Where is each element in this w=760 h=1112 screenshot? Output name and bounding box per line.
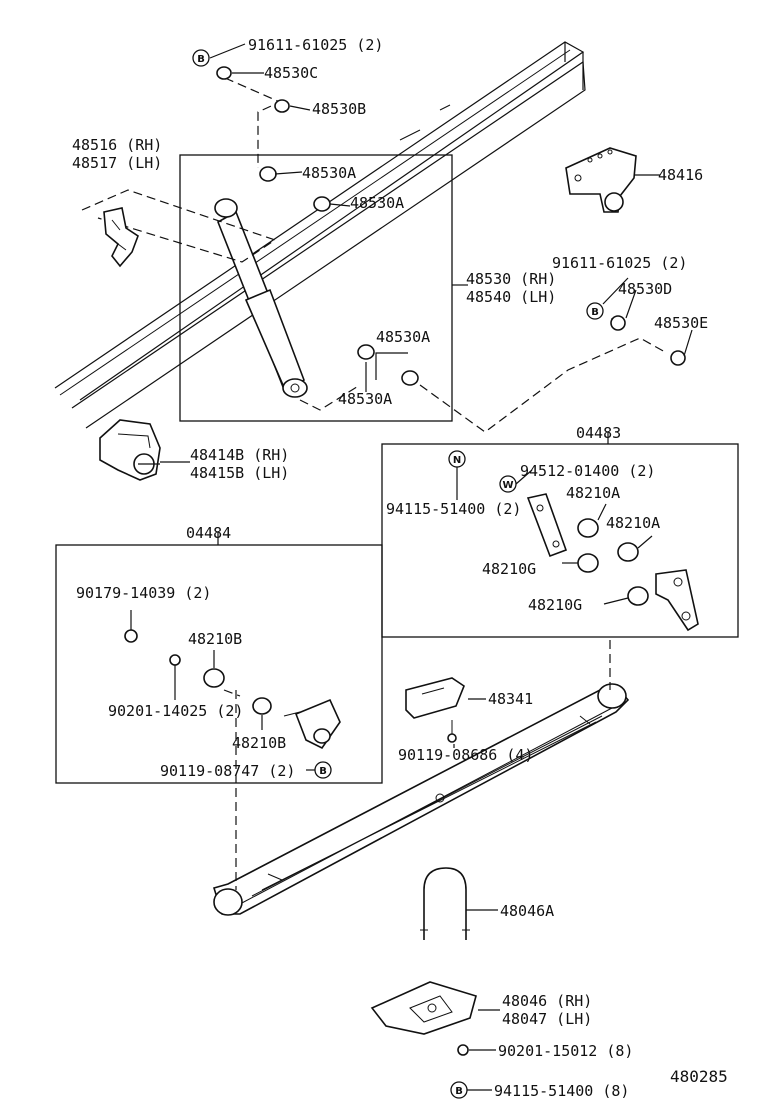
label-48210b-2: 48210B	[232, 734, 286, 752]
bolt-90119-08686	[447, 720, 457, 743]
label-bolt-90119-08686: 90119-08686 (4)	[398, 746, 533, 764]
label-48046a: 48046A	[500, 902, 554, 920]
shackle-assembly	[655, 569, 699, 632]
label-48415b: 48415B (LH)	[190, 464, 289, 482]
leaf-spring	[212, 683, 630, 916]
bushing-48530a-4	[401, 370, 419, 386]
bushing-48210a-1	[577, 518, 599, 538]
label-kit-04484: 04484	[186, 524, 231, 542]
label-nut-94115-8: 94115-51400 (8)	[494, 1082, 629, 1100]
svg-text:B: B	[319, 766, 327, 777]
label-washer-94512: 94512-01400 (2)	[520, 462, 655, 480]
label-washer-90201-14025: 90201-14025 (2)	[108, 702, 243, 720]
label-nut-94115-2: 94115-51400 (2)	[386, 500, 521, 518]
label-48530b: 48530B	[312, 100, 366, 118]
shock-absorber-box	[179, 154, 453, 422]
bushing-48530a-3	[357, 344, 375, 360]
washer-90201-14025	[169, 654, 181, 666]
bolt-symbol-right: B	[586, 302, 604, 320]
label-48414b: 48414B (RH)	[190, 446, 289, 464]
bushing-48210g-1	[577, 553, 599, 573]
bushing-48210g-2	[627, 586, 649, 606]
bushing-48210a-2	[617, 542, 639, 562]
label-48530a-1: 48530A	[302, 164, 356, 182]
bushing-48530a-2	[313, 196, 331, 212]
svg-text:B: B	[197, 54, 205, 65]
u-bolt-48046a	[420, 867, 470, 940]
label-48210a-1: 48210A	[566, 484, 620, 502]
label-48210g-1: 48210G	[482, 560, 536, 578]
bolt-symbol-bottom: B	[450, 1081, 468, 1099]
svg-text:W: W	[502, 480, 513, 491]
bracket-48341	[405, 677, 465, 719]
label-48530: 48530 (RH)	[466, 270, 556, 288]
svg-text:B: B	[455, 1086, 463, 1097]
frame-rail	[54, 41, 586, 429]
label-48210b-1: 48210B	[188, 630, 242, 648]
bracket-48516	[103, 207, 139, 268]
label-48530a-3: 48530A	[376, 328, 430, 346]
label-48530d: 48530D	[618, 280, 672, 298]
cushion-48530e	[670, 350, 686, 366]
label-48517: 48517 (LH)	[72, 154, 162, 172]
label-48530e: 48530E	[654, 314, 708, 332]
svg-text:B: B	[591, 307, 599, 318]
label-kit-04483: 04483	[576, 424, 621, 442]
shackle-plate	[526, 493, 568, 558]
label-48530a-2: 48530A	[350, 194, 404, 212]
label-48046: 48046 (RH)	[502, 992, 592, 1010]
label-bolt-top: 91611-61025 (2)	[248, 36, 383, 54]
kit-04484-box	[55, 544, 383, 784]
label-48516: 48516 (RH)	[72, 136, 162, 154]
label-bolt-90119-08747: 90119-08747 (2)	[160, 762, 295, 780]
label-48530c: 48530C	[264, 64, 318, 82]
cushion-48530d	[610, 315, 626, 331]
cushion-48530b	[274, 99, 290, 113]
bushing-48530a-1	[259, 166, 277, 182]
shock-absorber	[214, 198, 308, 398]
cushion-48530c	[216, 66, 232, 80]
kit-04483-box	[381, 443, 739, 638]
nut-90179	[124, 629, 138, 643]
spring-seat-48046	[370, 981, 477, 1035]
label-48540: 48540 (LH)	[466, 288, 556, 306]
leader-lines	[130, 43, 693, 1091]
hanger-48414b	[99, 419, 161, 481]
label-nut-90179: 90179-14039 (2)	[76, 584, 211, 602]
labels: 91611-61025 (2) 48530C 48530B 48516 (RH)…	[72, 36, 728, 1100]
label-48210g-2: 48210G	[528, 596, 582, 614]
label-48210a-2: 48210A	[606, 514, 660, 532]
label-48416: 48416	[658, 166, 703, 184]
shackle-pin	[283, 698, 341, 750]
bracket-48416	[565, 147, 637, 213]
bushing-48210b-1	[203, 668, 225, 688]
bolt-symbol-top: B	[192, 49, 210, 67]
washer-symbol-w: W	[499, 475, 517, 493]
bushing-48210b-2	[252, 697, 272, 715]
svg-text:N: N	[453, 455, 461, 466]
nut-symbol-n: N	[448, 450, 466, 468]
label-washer-90201-15012: 90201-15012 (8)	[498, 1042, 633, 1060]
label-48341: 48341	[488, 690, 533, 708]
label-48530a-4: 48530A	[338, 390, 392, 408]
diagram-code: 480285	[670, 1067, 728, 1086]
washer-90201-15012	[457, 1044, 469, 1056]
label-bolt-right: 91611-61025 (2)	[552, 254, 687, 272]
label-48047: 48047 (LH)	[502, 1010, 592, 1028]
bolt-symbol-kit: B	[314, 761, 332, 779]
